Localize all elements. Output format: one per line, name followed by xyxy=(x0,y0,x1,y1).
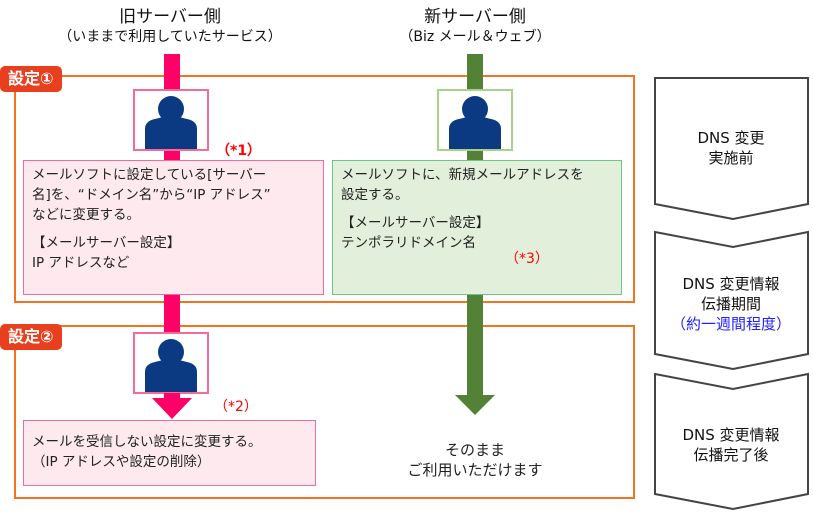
keep-line: ご利用いただけます xyxy=(407,461,543,479)
old-server-user-avatar-2 xyxy=(133,332,209,394)
note-marker-3: （*3） xyxy=(505,251,549,267)
keep-line: そのまま xyxy=(444,441,505,459)
timeline-label-2: DNS 変更情報 伝播期間 （約一週間程度） xyxy=(656,274,806,334)
note-marker-2: （*2） xyxy=(214,399,258,415)
timeline-line: DNS 変更情報 xyxy=(682,275,780,293)
step2-badge: 設定② xyxy=(0,324,62,350)
timeline-line: DNS 変更情報 xyxy=(682,426,780,444)
note-line: メールを受信しない設定に変更する。 xyxy=(32,434,262,450)
timeline-chevron-1 xyxy=(654,77,809,220)
note-subline: 【メールサーバー設定】 xyxy=(341,215,490,231)
timeline-chevron-3 xyxy=(654,372,809,511)
old-server-header: 旧サーバー側 （いままで利用していたサービス） xyxy=(40,6,300,46)
note-line: （IP アドレスや設定の削除） xyxy=(32,454,211,470)
note-line: などに変更する。 xyxy=(32,207,140,223)
step2-old-server-note: メールを受信しない設定に変更する。 （IP アドレスや設定の削除） xyxy=(23,420,316,486)
new-server-user-avatar xyxy=(437,89,513,151)
note-line: 名]を、“ドメイン名”から“IP アドレス” xyxy=(32,187,271,203)
timeline-line: 実施前 xyxy=(708,149,754,167)
note-subline: テンポラリドメイン名 xyxy=(341,235,476,251)
step1-new-server-note: メールソフトに、新規メールアドレスを 設定する。 【メールサーバー設定】 テンポ… xyxy=(332,160,622,295)
new-server-header: 新サーバー側 （Biz メール＆ウェブ） xyxy=(355,6,595,46)
person-icon xyxy=(145,339,197,392)
timeline-label-3: DNS 変更情報 伝播完了後 xyxy=(656,425,806,465)
new-server-arrow-down-icon xyxy=(455,395,495,415)
timeline-highlight: （約一週間程度） xyxy=(670,315,791,333)
step1-badge: 設定① xyxy=(0,66,62,92)
note-marker-1: （*1） xyxy=(216,143,262,159)
step1-frame xyxy=(14,75,635,303)
step1-old-server-note: メールソフトに設定している[サーバー 名]を、“ドメイン名”から“IP アドレス… xyxy=(23,160,324,295)
timeline-label-1: DNS 変更 実施前 xyxy=(656,128,806,168)
old-server-subtitle: （いままで利用していたサービス） xyxy=(58,29,282,45)
person-icon xyxy=(449,96,501,149)
new-server-title: 新サーバー側 xyxy=(424,7,526,27)
step2-new-server-text: そのまま ご利用いただけます xyxy=(380,440,570,480)
note-line: 設定する。 xyxy=(341,187,409,203)
old-server-arrow-down-icon xyxy=(152,393,192,419)
note-line: メールソフトに設定している[サーバー xyxy=(32,167,267,183)
timeline-line: 伝播完了後 xyxy=(693,446,769,464)
note-line: メールソフトに、新規メールアドレスを xyxy=(341,167,584,183)
new-server-subtitle: （Biz メール＆ウェブ） xyxy=(399,29,551,45)
old-server-title: 旧サーバー側 xyxy=(119,7,221,27)
note-subline: IP アドレスなど xyxy=(32,255,130,271)
timeline-line: DNS 変更 xyxy=(697,129,765,147)
timeline-chevron-2 xyxy=(654,230,809,370)
person-icon xyxy=(145,96,197,149)
note-subline: 【メールサーバー設定】 xyxy=(32,235,181,251)
old-server-user-avatar-1 xyxy=(133,89,209,151)
timeline-line: 伝播期間 xyxy=(700,295,761,313)
step2-frame xyxy=(14,325,635,499)
